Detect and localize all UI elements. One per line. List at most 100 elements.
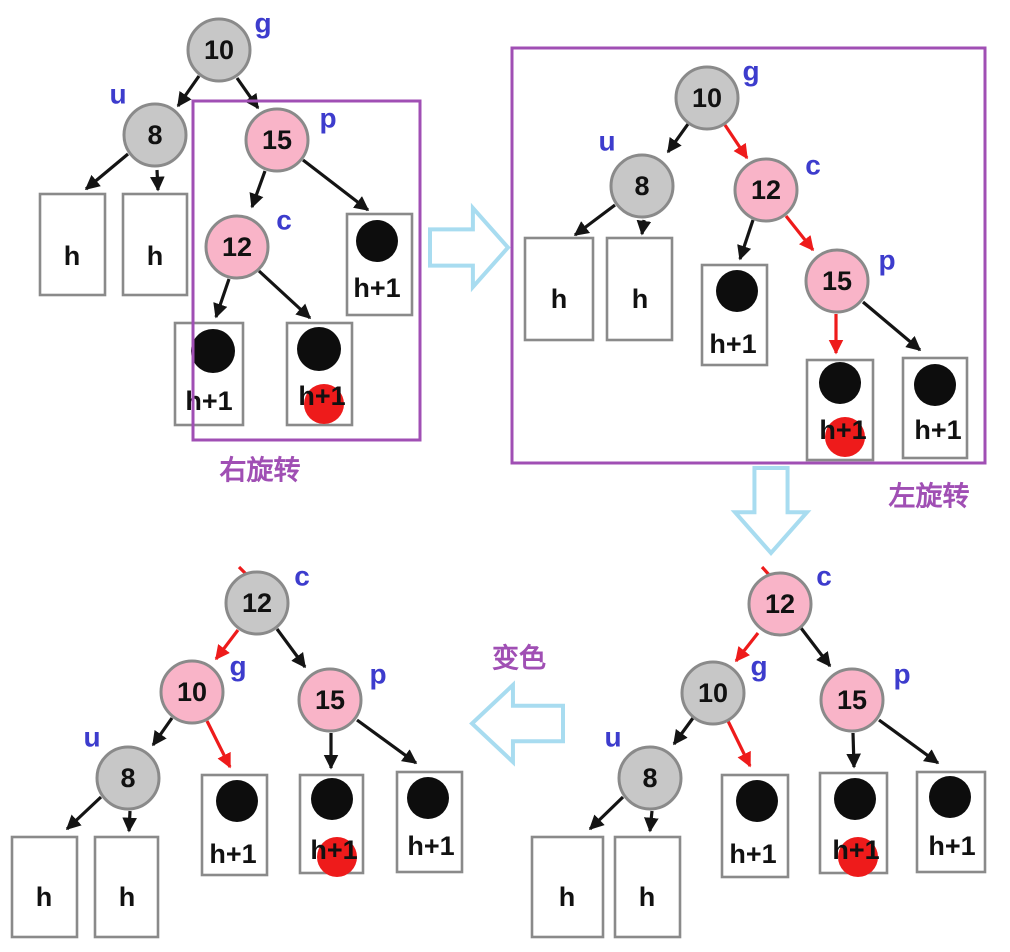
rotation-frame-top-right [510, 46, 987, 465]
node-role-label: g [254, 7, 271, 38]
black-node [216, 780, 258, 822]
edge-red [214, 629, 240, 661]
node-role-label: g [229, 650, 246, 681]
nil-subtree-box [38, 192, 107, 297]
subtree-height-label: h [119, 882, 136, 912]
edge-black [672, 717, 695, 746]
edge-red [205, 720, 232, 769]
tree-node-10 [186, 17, 252, 83]
node-value: 12 [751, 175, 781, 205]
edge-black [356, 718, 418, 765]
subtree-height-label: h+1 [832, 835, 879, 865]
subtree-height-label: h [632, 284, 649, 314]
flow-arrow-right [428, 202, 511, 293]
black-node [929, 776, 971, 818]
edge-black [151, 717, 174, 747]
subtree-height-label: h [559, 882, 576, 912]
edge-black [799, 627, 832, 668]
node-value: 15 [837, 685, 867, 715]
node-value: 8 [147, 120, 162, 150]
node-value: 12 [765, 589, 795, 619]
tree-node-15 [819, 667, 885, 733]
node-value: 8 [634, 171, 649, 201]
tree-node-15 [804, 248, 870, 314]
nil-subtree-box [613, 835, 682, 939]
edge-black [235, 77, 260, 110]
tree-node-8 [95, 745, 161, 811]
edge-black [861, 300, 922, 352]
node-value: 10 [692, 83, 722, 113]
node-role-label: u [604, 721, 621, 752]
caption-right-rotation: 右旋转 [219, 455, 301, 486]
subtree-height-label: h [551, 284, 568, 314]
subtree-height-label: h+1 [914, 415, 961, 445]
black-node [297, 327, 341, 371]
edge-black [737, 219, 755, 261]
subtree-height-label: h+1 [310, 835, 357, 865]
flow-arrow-left [469, 680, 565, 767]
nil-subtree-box [121, 192, 189, 297]
black-node [914, 364, 956, 406]
edge-black [149, 169, 165, 192]
node-value: 15 [262, 125, 292, 155]
node-role-label: u [109, 78, 126, 109]
subtree-height-label: h [36, 882, 53, 912]
black-node [716, 270, 758, 312]
node-value: 10 [698, 678, 728, 708]
subtree-height-label: h+1 [353, 273, 400, 303]
subtree-height-label: h [147, 241, 164, 271]
node-role-label: c [805, 149, 821, 180]
node-role-label: g [750, 650, 767, 681]
edge-black [878, 718, 940, 765]
node-value: 12 [242, 588, 272, 618]
nil-subtree-box [530, 835, 605, 939]
black-node [311, 778, 353, 820]
node-value: 15 [315, 685, 345, 715]
tree-node-12 [204, 214, 270, 280]
red-node [317, 837, 357, 877]
tree-node-8 [122, 102, 188, 168]
edge-black [122, 810, 138, 833]
nil-subtree-box [523, 236, 595, 342]
subtree-height-label: h+1 [819, 415, 866, 445]
edge-black [65, 795, 103, 831]
node-role-label: p [369, 658, 386, 689]
edge-red [784, 215, 815, 252]
edge-black [302, 158, 370, 212]
subtree-height-label: h+1 [709, 329, 756, 359]
edge-black [666, 123, 690, 154]
nil-subtree-box [93, 835, 160, 939]
caption-recolor: 变色 [492, 643, 546, 674]
tree-node-15 [244, 107, 310, 173]
edge-red [726, 720, 752, 768]
black-node [191, 329, 235, 373]
subtree-height-label: h+1 [407, 831, 454, 861]
edge-black [573, 203, 616, 237]
node-value: 12 [222, 232, 252, 262]
subtree-height-label: h+1 [298, 381, 345, 411]
subtree-height-label: h [639, 882, 656, 912]
edge-black [257, 269, 312, 320]
edge-red [734, 632, 760, 663]
node-role-label: c [816, 560, 832, 591]
edge-red [723, 124, 749, 160]
subtree-height-label: h+1 [729, 839, 776, 869]
tree-node-12 [733, 157, 799, 223]
flow-arrow-down [730, 466, 812, 557]
edge-black [249, 170, 267, 209]
edge-black [213, 278, 231, 319]
tree-node-10 [674, 65, 740, 131]
node-value: 8 [642, 763, 657, 793]
black-node [819, 362, 861, 404]
black-node [834, 778, 876, 820]
node-value: 8 [120, 763, 135, 793]
tree-node-10 [680, 660, 746, 726]
edge-black [176, 75, 201, 108]
red-node [304, 384, 344, 424]
rotation-frame-top-left [191, 99, 422, 442]
